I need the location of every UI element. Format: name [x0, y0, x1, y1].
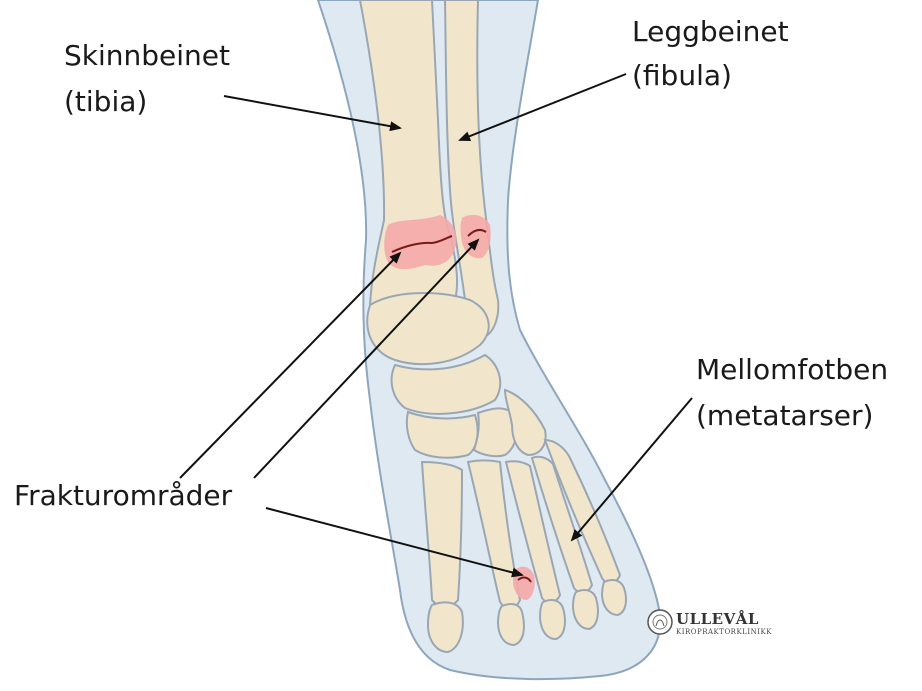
fracture-zone-tibia [384, 215, 456, 269]
logo-name: ULLEVÅL [676, 610, 759, 628]
label-tibia-name: Skinnbeinet [64, 38, 230, 74]
label-metatarsals-latin: (metatarser) [696, 398, 873, 434]
label-tibia-latin: (tibia) [64, 84, 147, 120]
toe-1 [428, 602, 463, 652]
logo-subtitle: KIROPRAKTORKLINIKK [676, 628, 772, 636]
toe-2 [498, 604, 524, 645]
label-fracture: Frakturområder [14, 478, 232, 514]
label-fibula-name: Leggbeinet [632, 14, 789, 50]
label-metatarsals-name: Mellomfotben [696, 352, 888, 388]
cuneiform-bone-1 [407, 412, 478, 458]
logo-emblem-icon [648, 610, 672, 634]
toe-3 [540, 600, 565, 639]
label-fibula-latin: (fibula) [632, 58, 732, 94]
